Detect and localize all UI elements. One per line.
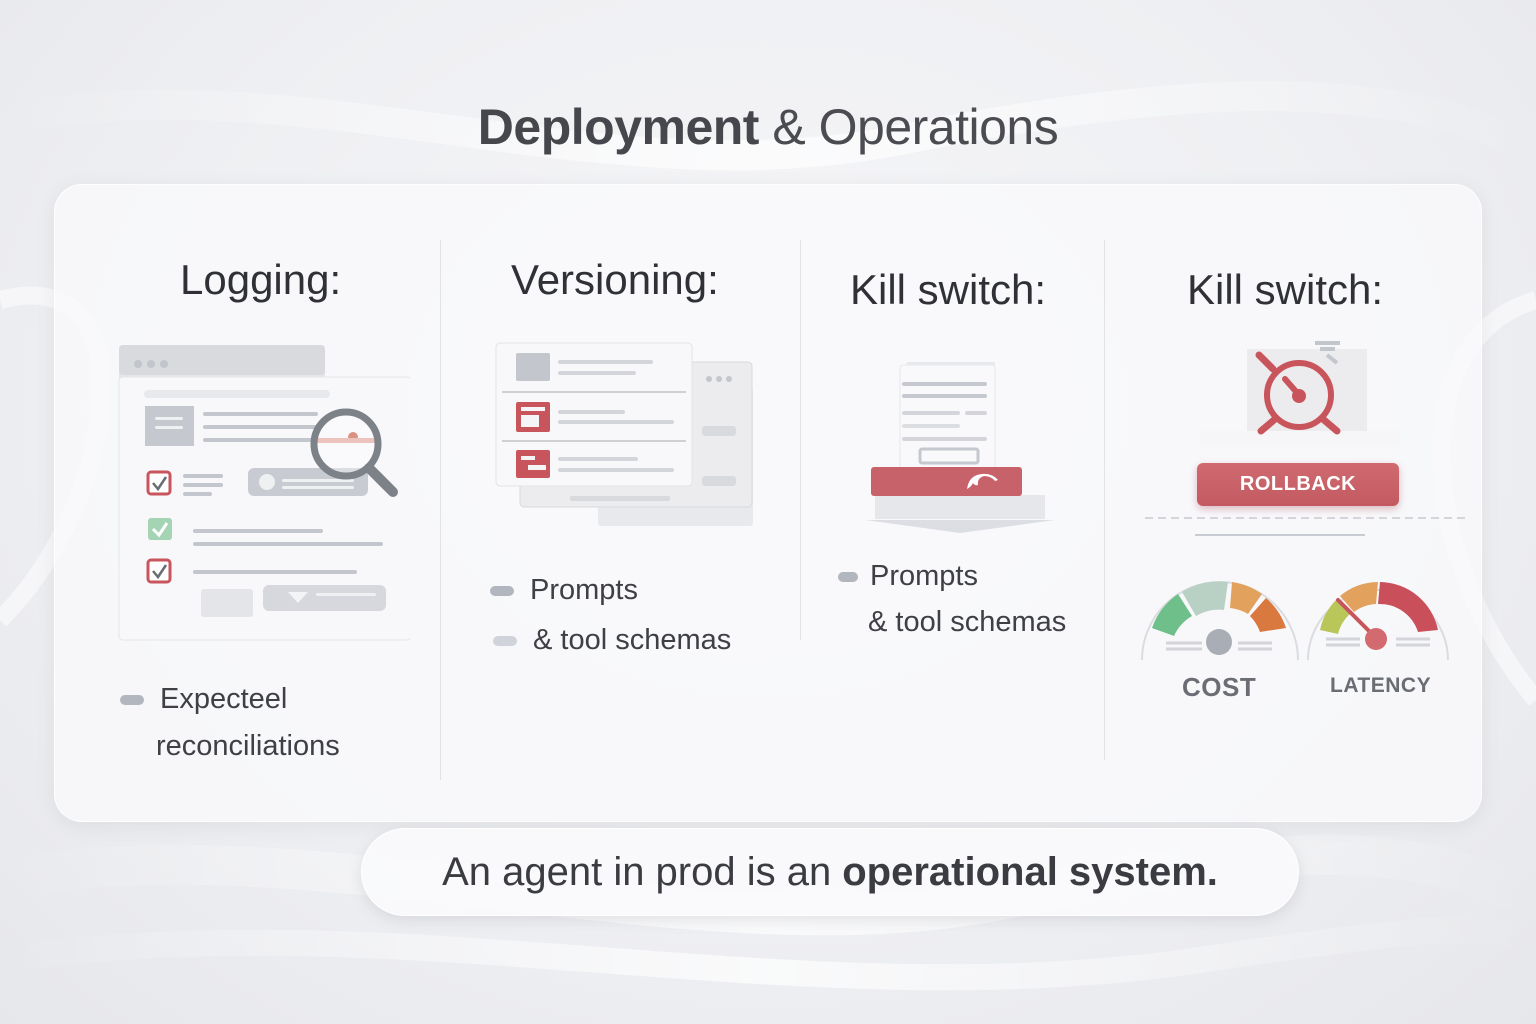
bullet-text: & tool schemas bbox=[533, 624, 732, 656]
bullet-text: Prompts bbox=[530, 574, 638, 606]
column-divider bbox=[800, 240, 801, 640]
rollback-button[interactable]: ROLLBACK bbox=[1197, 463, 1399, 506]
bullet-marker bbox=[838, 571, 858, 582]
column-title: Logging: bbox=[180, 256, 342, 303]
bullet-text-continued: reconciliations bbox=[156, 730, 340, 762]
separator-lines bbox=[1145, 517, 1465, 536]
column-title: Kill switch: bbox=[1187, 266, 1384, 313]
bullet-item: & tool schemas bbox=[493, 624, 731, 657]
column-title: Versioning: bbox=[511, 256, 719, 303]
column-divider bbox=[440, 240, 441, 780]
column-divider bbox=[1104, 240, 1105, 760]
title-bold: Deployment bbox=[477, 99, 760, 155]
gauge-label-cost: COST bbox=[1182, 672, 1257, 702]
page-title: Deployment & Operations bbox=[0, 98, 1536, 156]
latency-gauge-icon bbox=[1307, 582, 1449, 661]
cost-gauge-icon bbox=[1141, 581, 1299, 661]
tagline-bold: operational system. bbox=[842, 849, 1218, 894]
bullet-marker bbox=[490, 585, 514, 596]
bullet-text: Prompts bbox=[870, 560, 978, 592]
log-window-magnifier-icon bbox=[118, 345, 410, 641]
bullet-item: Prompts bbox=[838, 560, 978, 593]
tagline-pill: An agent in prod is an operational syste… bbox=[361, 828, 1299, 916]
bullet-item: Expecteel bbox=[120, 683, 287, 716]
stacked-version-cards-icon bbox=[495, 342, 753, 526]
bullet-text: Expecteel bbox=[160, 683, 288, 715]
column-title: Kill switch: bbox=[850, 266, 1047, 313]
bullet-item: Prompts bbox=[490, 574, 638, 607]
stopwatch-icon bbox=[1200, 341, 1400, 445]
document-into-tray-icon bbox=[865, 362, 1055, 533]
bullet-marker bbox=[120, 694, 144, 705]
bullet-marker bbox=[493, 635, 517, 646]
title-rest: & Operations bbox=[772, 99, 1059, 155]
bullet-text-continued: & tool schemas bbox=[868, 606, 1067, 638]
tagline-normal: An agent in prod is an bbox=[442, 849, 832, 894]
gauge-label-latency: LATENCY bbox=[1330, 674, 1432, 697]
